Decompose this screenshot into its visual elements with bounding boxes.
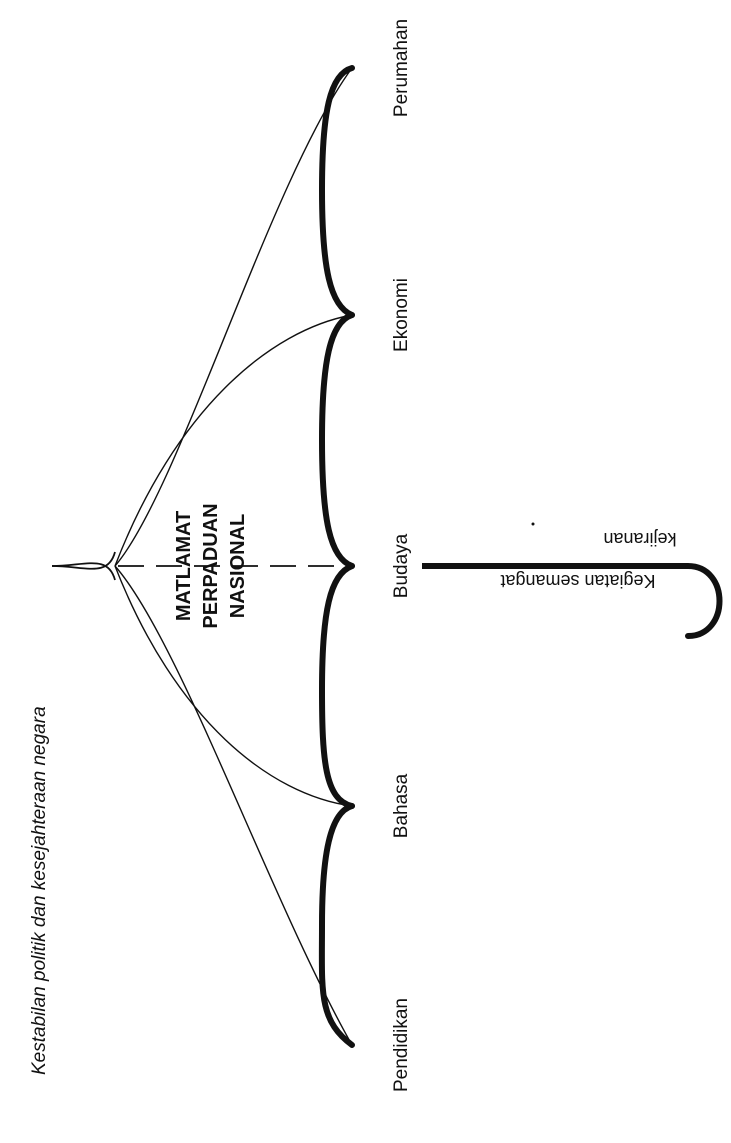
outer-rib-right: [114, 67, 353, 567]
canopy-edge-scallop-3: [318, 312, 355, 569]
canopy-edge-scallop-2: [318, 563, 355, 809]
center-title-line-1: MATLAMAT: [173, 511, 195, 621]
pillar-label-bahasa: Bahasa: [391, 773, 412, 838]
center-title-line-3: NASIONAL: [227, 514, 249, 618]
canopy-edge-scallop-4: [318, 65, 355, 318]
inner-rib-left: [114, 565, 353, 807]
pillar-label-pendidikan: Pendidikan: [391, 998, 412, 1092]
handle-hook: [685, 563, 723, 639]
canopy-edge-scallop-1: [318, 803, 355, 1048]
inner-rib-right: [114, 314, 353, 567]
center-title-line-2: PERPADUAN: [200, 503, 222, 628]
dot-mark: [531, 522, 535, 526]
top-caption: Kestabilan politik dan kesejahteraan neg…: [29, 706, 50, 1075]
pillar-label-ekonomi: Ekonomi: [391, 278, 412, 352]
handle-caption-line-1: Kegiatan semangat: [500, 571, 655, 591]
outer-rib-left: [114, 565, 353, 1046]
umbrella-tip-lower: [51, 562, 116, 581]
handle-caption-line-2: kejiranan: [603, 529, 676, 549]
pillar-label-perumahan: Perumahan: [391, 19, 412, 117]
pillar-label-budaya: Budaya: [391, 533, 412, 598]
